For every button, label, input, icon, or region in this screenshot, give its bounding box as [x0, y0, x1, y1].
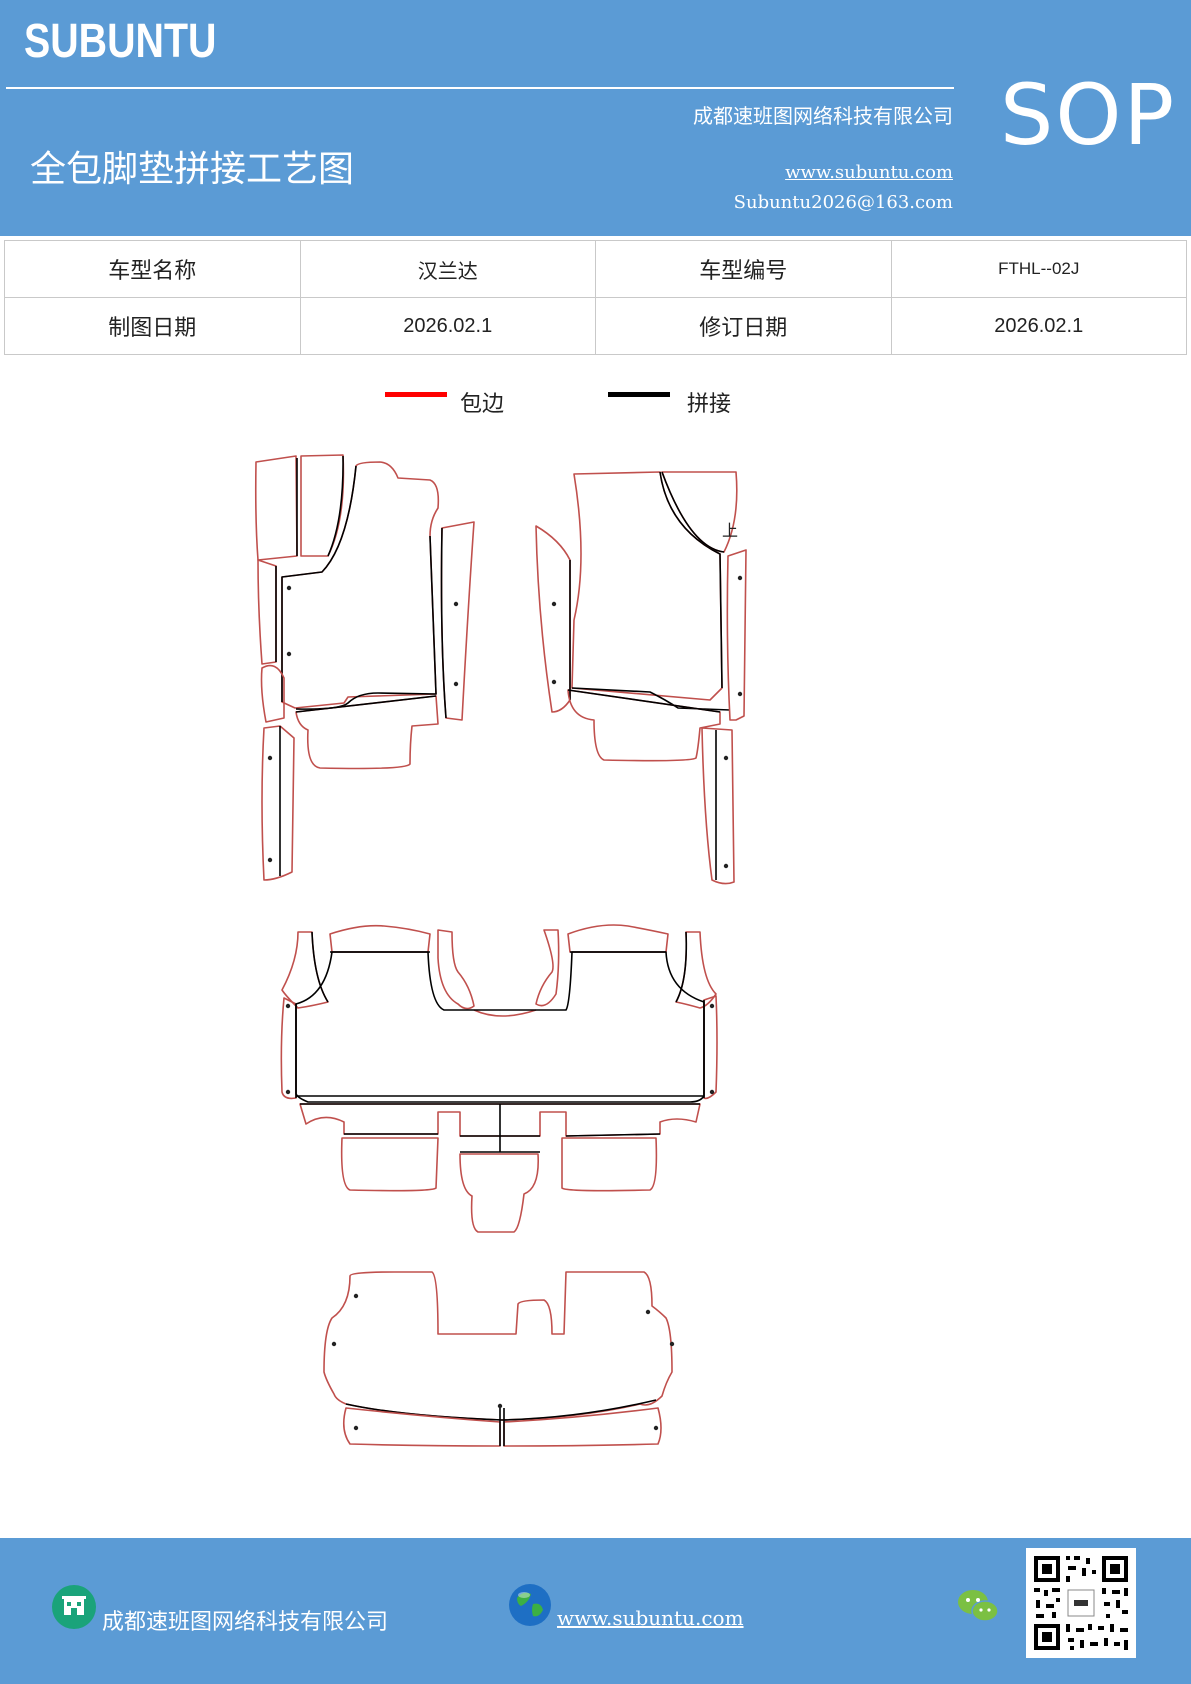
mat-piece: [342, 1407, 501, 1447]
mat-piece: [567, 689, 721, 762]
mat-piece: [440, 521, 475, 721]
mat-piece: [295, 951, 705, 1103]
mat-piece: [459, 1153, 540, 1233]
mat-piece: [295, 695, 439, 770]
header-divider: [6, 87, 954, 89]
sop-badge: SOP: [1000, 66, 1177, 164]
mat-piece: [323, 1271, 673, 1421]
mat-piece: [437, 929, 475, 1010]
table-cell: 制图日期: [4, 297, 301, 355]
mat-piece: [261, 725, 295, 881]
mat-piece: [561, 1137, 658, 1192]
legend-swatch-seam: [608, 392, 670, 397]
table-cell: 车型编号: [595, 240, 892, 298]
legend-label-edge: 包边: [460, 392, 505, 417]
mat-piece: [260, 664, 285, 723]
mat-piece: [340, 1137, 439, 1192]
mat-piece: [281, 461, 440, 709]
mat-piece: [281, 931, 329, 1009]
wechat-icon: [958, 1590, 999, 1622]
table-cell: 2026.02.1: [299, 297, 596, 355]
table-cell: 2026.02.1: [890, 297, 1187, 355]
rivet-points: [267, 575, 743, 1431]
page-footer: 成都速班图网络科技有限公司 www.subuntu.com: [0, 1538, 1191, 1684]
mat-piece: [703, 995, 718, 1100]
mat-piece: [280, 997, 297, 1100]
qr-code-pattern: [1026, 1548, 1136, 1658]
vehicle-info-table: 车型名称 汉兰达 车型编号 FTHL--02J 制图日期 2026.02.1 修…: [4, 240, 1187, 355]
mat-piece: [329, 924, 431, 953]
brand-logo: SUBUNTU: [24, 15, 217, 68]
qr-code[interactable]: [1026, 1548, 1136, 1658]
header-email[interactable]: Subuntu2026@163.com: [733, 192, 953, 213]
table-row: 制图日期 2026.02.1 修订日期 2026.02.1: [4, 297, 1187, 355]
footer-company: 成都速班图网络科技有限公司: [102, 1610, 389, 1635]
header-website-link[interactable]: www.subuntu.com: [785, 162, 953, 183]
mat-piece: [535, 525, 571, 713]
table-row: 车型名称 汉兰达 车型编号 FTHL--02J: [4, 240, 1187, 298]
building-icon: [52, 1585, 96, 1629]
legend-swatch-edge: [385, 392, 447, 397]
table-cell: FTHL--02J: [890, 240, 1187, 298]
mat-piece: [254, 455, 298, 561]
footer-website-link[interactable]: www.subuntu.com: [557, 1606, 744, 1630]
mat-piece: [257, 559, 277, 665]
legend-label-seam: 拼接: [687, 392, 732, 417]
mat-piece: [503, 1407, 662, 1447]
mat-piece: [675, 931, 717, 1009]
page-header: SUBUNTU 成都速班图网络科技有限公司 www.subuntu.com Su…: [0, 0, 1191, 236]
table-cell: 修订日期: [595, 297, 892, 355]
table-cell: 车型名称: [4, 240, 301, 298]
globe-icon: [509, 1584, 551, 1626]
mat-piece: [567, 924, 669, 953]
mat-piece: [571, 471, 723, 701]
document-title: 全包脚垫拼接工艺图: [30, 149, 355, 190]
table-cell: 汉兰达: [299, 240, 596, 298]
mat-piece: [701, 727, 735, 885]
mat-piece: [300, 454, 345, 557]
header-company: 成都速班图网络科技有限公司: [693, 104, 953, 128]
orientation-marker: 上: [722, 521, 738, 540]
legend: 包边 拼接: [0, 388, 1191, 428]
mat-piece: [726, 549, 747, 721]
